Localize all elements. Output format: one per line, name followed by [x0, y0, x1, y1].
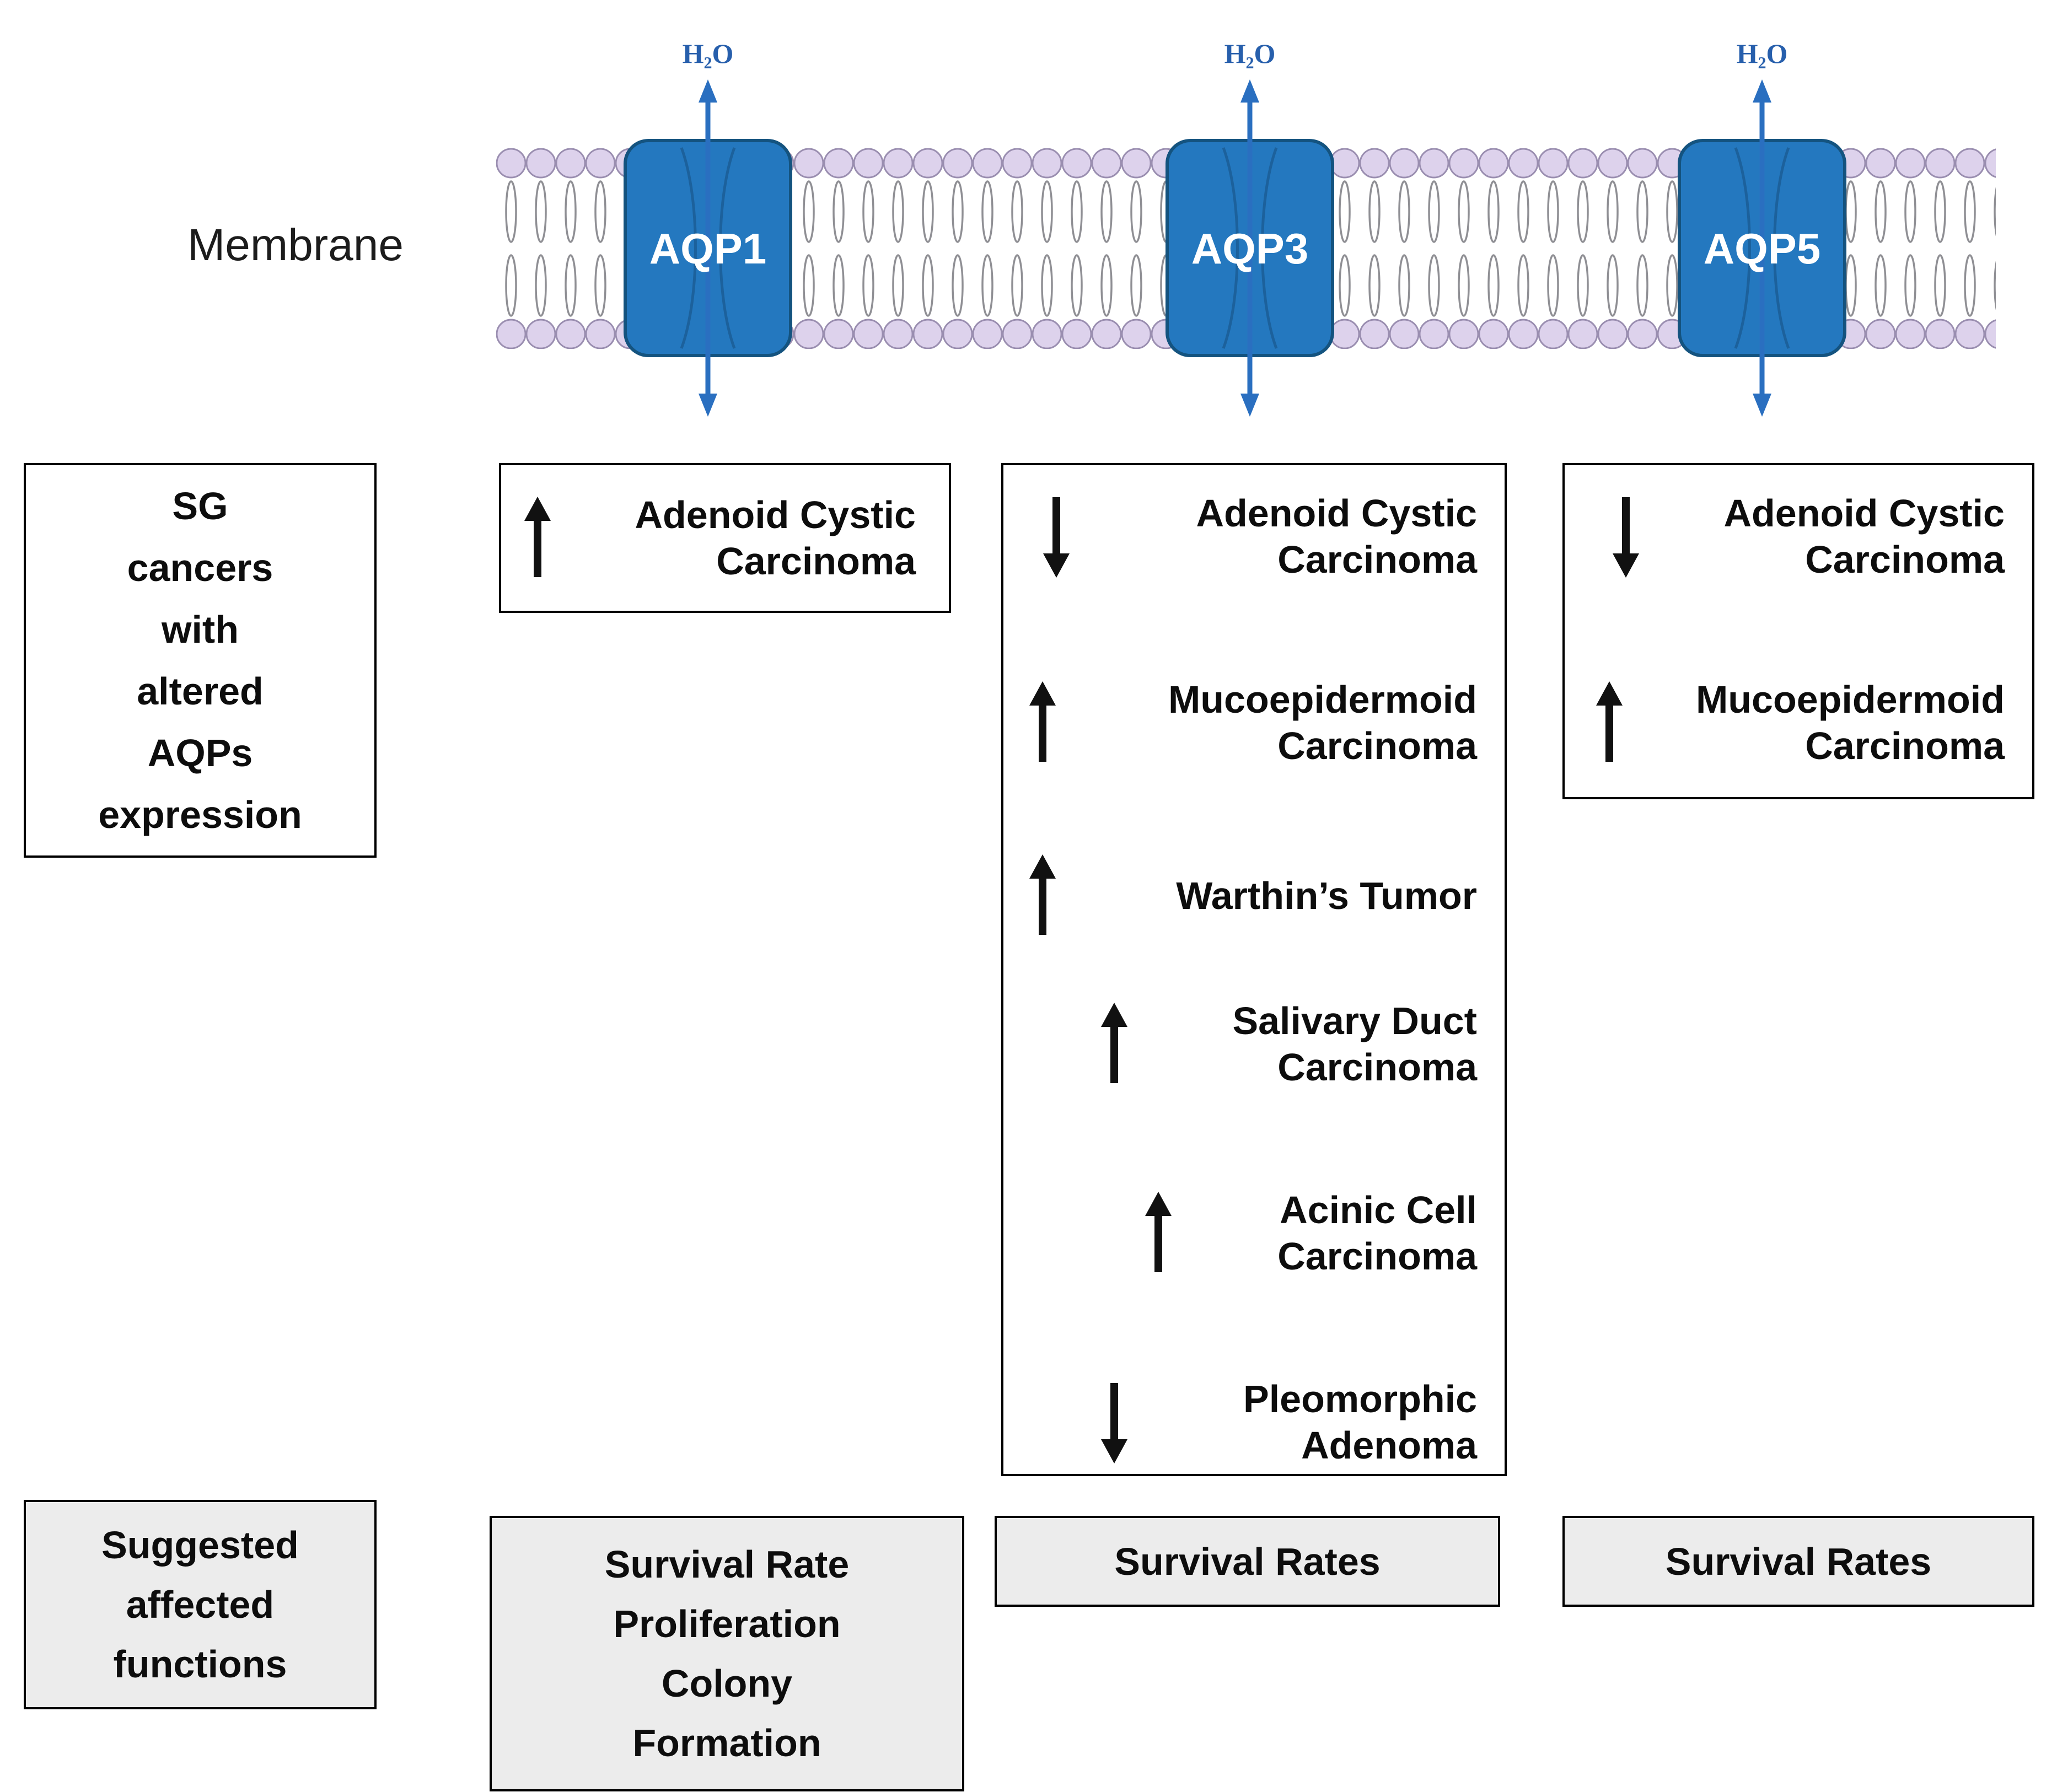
down-arrow-icon — [1612, 495, 1640, 578]
label-line: cancers — [127, 546, 273, 589]
membrane-diagram: AQP1 AQP3 AQP5 — [496, 79, 1996, 417]
finding-item: Adenoid Cystic Carcinoma — [1565, 490, 2032, 583]
finding-item: Salivary Duct Carcinoma — [1003, 998, 1505, 1090]
aqp3-findings-box: Adenoid Cystic Carcinoma Mucoepidermoid … — [1001, 463, 1507, 1476]
water-arrowhead-down — [1753, 394, 1771, 417]
finding-item: Mucoepidermoid Carcinoma — [1565, 676, 2032, 769]
aqp1-label: AQP1 — [649, 224, 766, 273]
label-line: expression — [98, 793, 302, 836]
finding-text: Mucoepidermoid Carcinoma — [1070, 676, 1505, 769]
finding-line: Carcinoma — [1277, 1235, 1477, 1278]
finding-text: Warthin’s Tumor — [1070, 873, 1505, 919]
channel-pore-line — [1773, 147, 1790, 349]
finding-line: Carcinoma — [1805, 724, 2005, 767]
membrane-label: Membrane — [187, 220, 404, 270]
up-arrow-icon — [1028, 854, 1057, 937]
finding-text: Pleomorphic Adenoma — [1142, 1376, 1505, 1468]
finding-item: Warthin’s Tumor — [1003, 854, 1505, 937]
down-arrow-icon — [1100, 1381, 1129, 1463]
label-line: affected — [126, 1583, 275, 1626]
aqp5-functions-box: Survival Rates — [1562, 1516, 2034, 1607]
suggested-functions-label-box: Suggested affected functions — [24, 1500, 377, 1709]
finding-text: Acinic Cell Carcinoma — [1186, 1187, 1505, 1279]
aqp5-label: AQP5 — [1704, 224, 1820, 273]
channel-pore-line — [719, 147, 736, 349]
function-line: Proliferation — [613, 1602, 841, 1645]
function-line: Colony — [661, 1662, 793, 1705]
label-line: Suggested — [101, 1524, 299, 1567]
finding-line: Mucoepidermoid — [1695, 678, 2005, 721]
function-line: Formation — [632, 1721, 821, 1764]
down-arrow-icon — [1042, 495, 1071, 578]
up-arrow-icon — [1100, 1003, 1129, 1085]
up-arrow-icon — [1595, 681, 1624, 764]
finding-item: Adenoid Cystic Carcinoma — [1003, 490, 1505, 583]
finding-line: Adenoma — [1301, 1424, 1477, 1467]
channel-pore-line — [1261, 147, 1278, 349]
finding-line: Mucoepidermoid — [1168, 678, 1477, 721]
finding-line: Adenoid Cystic — [635, 493, 916, 536]
water-label: H₂O — [682, 38, 734, 69]
label-line: functions — [113, 1643, 287, 1686]
channel-pore-line — [1734, 147, 1751, 349]
finding-item: Pleomorphic Adenoma — [1003, 1376, 1505, 1468]
finding-line: Pleomorphic — [1243, 1377, 1477, 1420]
label-line: with — [162, 608, 239, 651]
water-label: H₂O — [1736, 38, 1788, 69]
finding-line: Adenoid Cystic — [1196, 492, 1477, 535]
label-line: AQPs — [147, 731, 253, 774]
label-line: altered — [137, 670, 264, 713]
finding-line: Salivary Duct — [1232, 999, 1477, 1042]
aqp3-functions-box: Survival Rates — [995, 1516, 1500, 1607]
water-label: H₂O — [1224, 38, 1276, 69]
up-arrow-icon — [1144, 1192, 1173, 1274]
up-arrow-icon — [523, 497, 552, 579]
water-arrowhead-up — [699, 79, 717, 103]
finding-text: Adenoid Cystic Carcinoma — [565, 492, 949, 584]
finding-line: Carcinoma — [1277, 538, 1477, 581]
finding-text: Mucoepidermoid Carcinoma — [1637, 676, 2032, 769]
water-arrowhead-up — [1753, 79, 1771, 103]
label-line: SG — [172, 485, 228, 528]
aqp1-channel: AQP1 — [624, 79, 792, 417]
finding-item: Acinic Cell Carcinoma — [1003, 1187, 1505, 1279]
finding-item: Mucoepidermoid Carcinoma — [1003, 676, 1505, 769]
aqp3-channel: AQP3 — [1166, 79, 1334, 417]
finding-line: Warthin’s Tumor — [1176, 874, 1477, 917]
aqp5-findings-box: Adenoid Cystic Carcinoma Mucoepidermoid … — [1562, 463, 2034, 799]
finding-line: Acinic Cell — [1280, 1188, 1477, 1231]
aqp1-functions-box: Survival Rate Proliferation Colony Forma… — [490, 1516, 964, 1791]
up-arrow-icon — [1028, 681, 1057, 764]
aqp5-channel: AQP5 — [1678, 79, 1846, 417]
finding-text: Adenoid Cystic Carcinoma — [1653, 490, 2032, 583]
finding-line: Carcinoma — [716, 540, 916, 583]
finding-line: Carcinoma — [1277, 1046, 1477, 1089]
function-line: Survival Rates — [1114, 1540, 1381, 1583]
finding-text: Adenoid Cystic Carcinoma — [1084, 490, 1505, 583]
aqp1-findings-box: Adenoid Cystic Carcinoma — [499, 463, 951, 613]
water-arrowhead-down — [699, 394, 717, 417]
water-arrowhead-down — [1240, 394, 1259, 417]
finding-line: Adenoid Cystic — [1723, 492, 2005, 535]
water-arrowhead-up — [1240, 79, 1259, 103]
finding-line: Carcinoma — [1277, 724, 1477, 767]
sg-cancers-label-box: SG cancers with altered AQPs expression — [24, 463, 377, 858]
function-line: Survival Rates — [1665, 1540, 1932, 1583]
finding-line: Carcinoma — [1805, 538, 2005, 581]
finding-item: Adenoid Cystic Carcinoma — [501, 492, 949, 584]
function-line: Survival Rate — [604, 1543, 850, 1586]
aqp3-label: AQP3 — [1191, 224, 1308, 273]
channel-pore-line — [1222, 147, 1239, 349]
channel-pore-line — [680, 147, 697, 349]
finding-text: Salivary Duct Carcinoma — [1142, 998, 1505, 1090]
